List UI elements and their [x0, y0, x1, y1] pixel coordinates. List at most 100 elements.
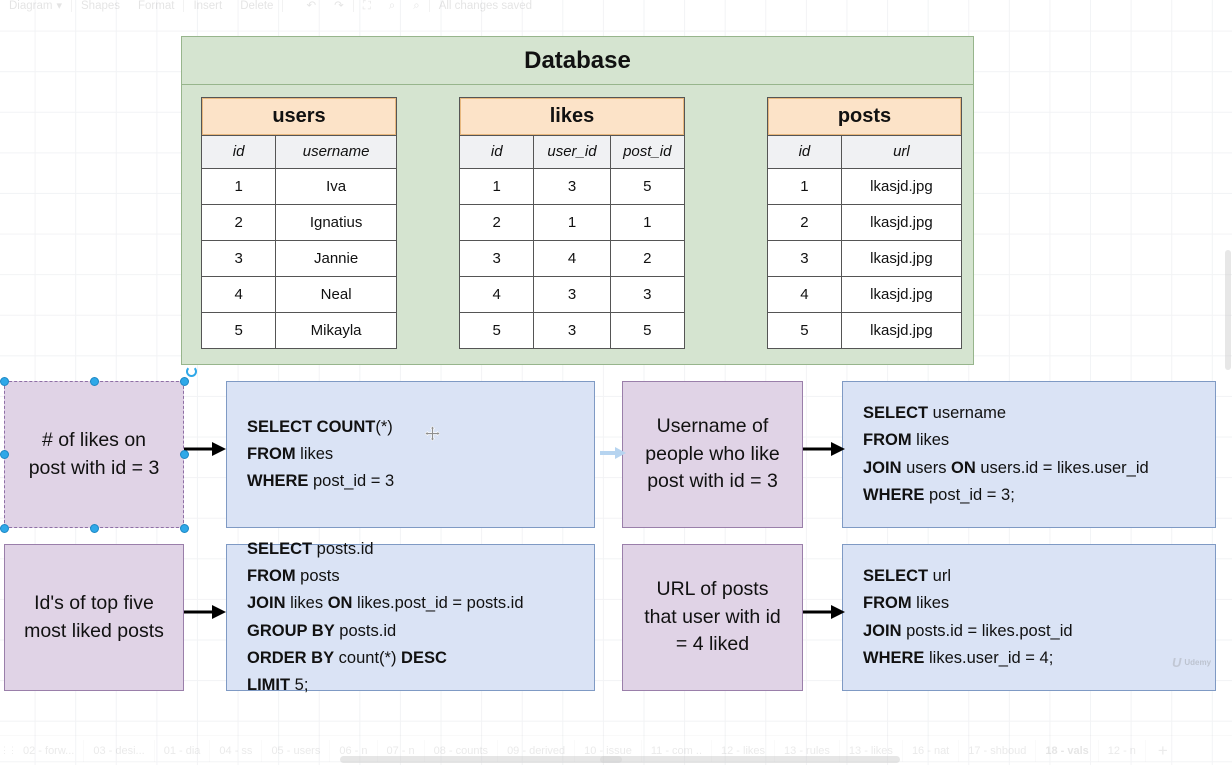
horizontal-scrollbar-secondary[interactable] [600, 756, 622, 763]
resize-handle-ne[interactable] [180, 377, 189, 386]
toolbar-menu-delete[interactable]: Delete [240, 0, 274, 12]
prompt-text: # of likes on post with id = 3 [29, 427, 160, 482]
toolbar-menu-insert[interactable]: Insert [193, 0, 223, 12]
sheet-tab-16[interactable]: 16 - nat [903, 739, 960, 762]
connect-hover-arrow-icon[interactable] [600, 446, 626, 460]
table-cell: Iva [275, 167, 396, 205]
table-header-row: id user_id post_id [460, 136, 684, 169]
sheet-tab-12-likes[interactable]: 12 - likes [712, 739, 776, 762]
sql-keyword: SELECT [247, 539, 313, 558]
sheet-tab-03[interactable]: 03 - desi... [84, 739, 155, 762]
resize-handle-sw[interactable] [0, 524, 9, 533]
toolbar-divider [352, 0, 354, 12]
sheet-tab-09[interactable]: 09 - derived [498, 739, 576, 762]
vertical-scrollbar[interactable] [1225, 250, 1231, 370]
sheet-tab-11[interactable]: 11 - com .. [642, 739, 713, 762]
table-users[interactable]: users id username 1 Iva 2 Ignatius 3 Jan… [201, 97, 397, 349]
sql-code: SELECT username FROM likes JOIN users ON… [863, 400, 1195, 509]
answer-box-likes-count[interactable]: SELECT COUNT(*) FROM likes WHERE post_id… [226, 381, 595, 528]
sheet-tab-06[interactable]: 06 - n [330, 739, 378, 762]
sheet-tab-02[interactable]: 02 - forw... [14, 739, 85, 762]
sheet-tab-04[interactable]: 04 - ss [210, 739, 263, 762]
sql-text: users [901, 458, 952, 477]
sheet-tab-18-vals[interactable]: 18 - vals [1036, 739, 1099, 762]
resize-handle-w[interactable] [0, 450, 9, 459]
sql-text: post_id = 3 [308, 472, 395, 491]
toolbar-divider [282, 0, 284, 12]
table-cell: 1 [768, 167, 842, 205]
table-users-name: users [202, 98, 396, 136]
table-cell: 3 [533, 167, 611, 205]
sql-line: GROUP BY posts.id [247, 618, 574, 645]
resize-handle-se[interactable] [180, 524, 189, 533]
toolbar-menu-diagram[interactable]: Diagram ▾ [0, 0, 71, 12]
zoom-in-icon[interactable]: ⌕ [388, 0, 396, 12]
sql-keyword: FROM [247, 567, 296, 586]
prompt-line: URL of posts [656, 577, 769, 600]
answer-box-username-likers[interactable]: SELECT username FROM likes JOIN users ON… [842, 381, 1216, 528]
sheet-tab-01[interactable]: 01 - dia [155, 739, 211, 762]
sheet-tab-10[interactable]: 10 - issue [575, 739, 642, 762]
table-row: 3 Jannie [202, 239, 396, 277]
toolbar-menu-format[interactable]: Format [138, 0, 175, 12]
sheet-tab-13-likes[interactable]: 13 - likes [840, 739, 903, 762]
table-users-grid: id username 1 Iva 2 Ignatius 3 Jannie 4 [202, 136, 396, 348]
sql-code: SELECT COUNT(*) FROM likes WHERE post_id… [247, 414, 574, 496]
prompt-text: Id's of top five most liked posts [24, 590, 164, 645]
resize-handle-nw[interactable] [0, 377, 9, 386]
resize-handle-e[interactable] [180, 450, 189, 459]
prompt-box-likes-count[interactable]: # of likes on post with id = 3 [4, 381, 184, 528]
sheet-tab-bar: ⋮⋮ 02 - forw... 03 - desi... 01 - dia 04… [0, 735, 1232, 765]
sql-text: likes [911, 431, 950, 450]
table-cell: 5 [609, 167, 684, 205]
zoom-out-icon[interactable]: ⌕ [413, 0, 420, 12]
table-cell: 5 [460, 311, 535, 348]
fit-page-icon[interactable]: ⛶ [362, 0, 371, 12]
table-row: 2 lkasjd.jpg [768, 203, 961, 241]
sql-keyword: WHERE [863, 485, 925, 504]
rotate-handle[interactable] [186, 366, 197, 377]
table-posts[interactable]: posts id url 1 lkasjd.jpg 2 lkasjd.jpg 3… [767, 97, 962, 349]
column-header: id [768, 136, 842, 169]
sql-text: likes.post_id = posts.id [352, 594, 524, 613]
sql-line: ORDER BY count(*) DESC [247, 645, 574, 672]
table-cell: 3 [533, 311, 611, 348]
sql-line: SELECT username [863, 400, 1195, 427]
sql-text: posts.id = likes.post_id [901, 621, 1073, 640]
sql-keyword: FROM [863, 431, 912, 450]
undo-icon[interactable]: ↶ [306, 0, 317, 12]
sql-code: SELECT url FROM likes JOIN posts.id = li… [863, 563, 1195, 672]
sql-keyword: ON [327, 594, 353, 613]
answer-box-top-five-posts[interactable]: SELECT posts.id FROM posts JOIN likes ON… [226, 540, 595, 694]
sheet-tab-17[interactable]: 17 - shboud [959, 739, 1037, 762]
resize-handle-s[interactable] [90, 524, 99, 533]
sql-line: JOIN users ON users.id = likes.user_id [863, 455, 1195, 482]
horizontal-scrollbar[interactable] [340, 756, 900, 763]
redo-icon[interactable]: ↷ [334, 0, 344, 12]
sql-line: WHERE post_id = 3; [863, 482, 1195, 509]
sheet-tab-13-rules[interactable]: 13 - rules [775, 739, 840, 762]
drag-handle-icon[interactable]: ⋮⋮ [0, 745, 17, 755]
database-container[interactable]: Database users id username 1 Iva 2 Ignat… [181, 36, 974, 365]
answer-box-url-user-liked[interactable]: SELECT url FROM likes JOIN posts.id = li… [842, 544, 1216, 691]
prompt-box-top-five-posts[interactable]: Id's of top five most liked posts [4, 544, 184, 691]
toolbar-menu-shapes[interactable]: Shapes [81, 0, 121, 12]
save-status-label: All changes saved [438, 0, 533, 12]
table-likes[interactable]: likes id user_id post_id 1 3 5 2 1 1 [459, 97, 685, 349]
sheet-tab-07[interactable]: 07 - n [378, 739, 425, 762]
prompt-box-username-likers[interactable]: Username of people who like post with id… [622, 381, 803, 528]
table-row: 2 1 1 [460, 203, 684, 241]
sheet-tab-12-n[interactable]: 12 - n [1099, 739, 1146, 762]
prompt-box-url-user-liked[interactable]: URL of posts that user with id = 4 liked [622, 544, 803, 691]
sql-line: WHERE likes.user_id = 4; [863, 645, 1195, 672]
sheet-tab-05[interactable]: 05 - users [262, 739, 331, 762]
sheet-tab-08[interactable]: 08 - counts [425, 739, 499, 762]
resize-handle-n[interactable] [90, 377, 99, 386]
sql-text: count(*) [334, 648, 402, 667]
sql-text: likes.user_id = 4; [924, 648, 1054, 667]
add-sheet-button[interactable]: + [1157, 740, 1168, 760]
column-header: id [460, 136, 535, 169]
sql-line: SELECT COUNT(*) [247, 414, 574, 441]
sql-line: JOIN likes ON likes.post_id = posts.id [247, 590, 574, 617]
toolbar: Diagram ▾ Shapes Format Insert Delete ↶ … [0, 0, 1232, 12]
